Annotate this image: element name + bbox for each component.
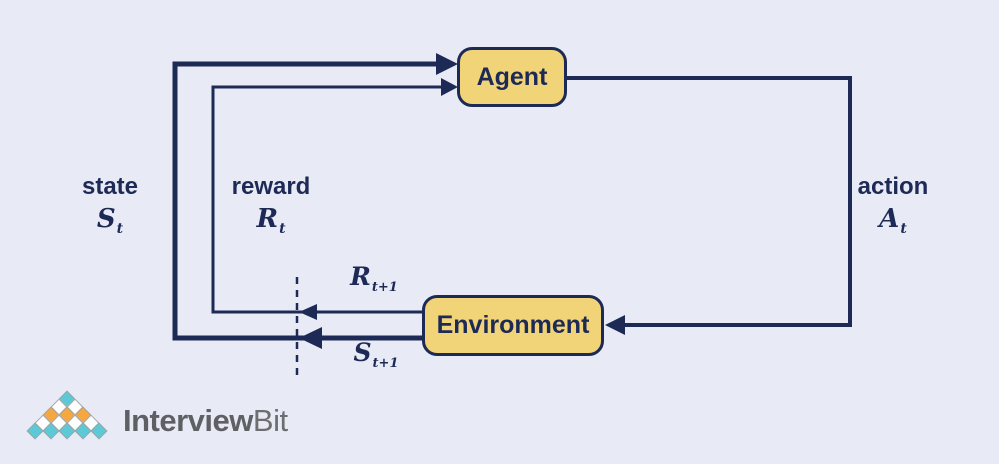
action-arrowhead-into-environment bbox=[605, 315, 625, 335]
interviewbit-logo: InterviewBit bbox=[26, 383, 288, 445]
action-symbol: At bbox=[879, 204, 907, 237]
action-label: action At bbox=[838, 173, 948, 244]
action-word: action bbox=[857, 173, 929, 200]
environment-node-label: Environment bbox=[436, 311, 590, 339]
state-label: state St bbox=[55, 173, 165, 244]
reward-symbol: Rt bbox=[256, 204, 286, 237]
reward-next-label: Rt+1 bbox=[350, 262, 398, 295]
state-symbol: St bbox=[96, 204, 124, 237]
state-word: state bbox=[81, 173, 139, 200]
reward-arrowhead-into-agent bbox=[441, 78, 458, 96]
action-loop-arrow bbox=[567, 76, 852, 335]
state-next-label: St+1 bbox=[353, 338, 399, 371]
reward-arrowhead-at-boundary bbox=[299, 304, 317, 320]
interviewbit-logo-text: InterviewBit bbox=[123, 403, 288, 438]
reward-loop-arrow bbox=[211, 78, 458, 320]
agent-node-label: Agent bbox=[476, 62, 548, 91]
state-loop-arrow bbox=[172, 53, 458, 349]
state-arrowhead-into-agent bbox=[436, 53, 458, 75]
reward-word: reward bbox=[231, 173, 311, 200]
interviewbit-pyramid-icon bbox=[26, 383, 119, 445]
reward-label: reward Rt bbox=[216, 173, 326, 244]
state-arrowhead-at-boundary bbox=[299, 327, 322, 349]
agent-node: Agent bbox=[457, 47, 567, 107]
environment-node: Environment bbox=[422, 295, 604, 356]
